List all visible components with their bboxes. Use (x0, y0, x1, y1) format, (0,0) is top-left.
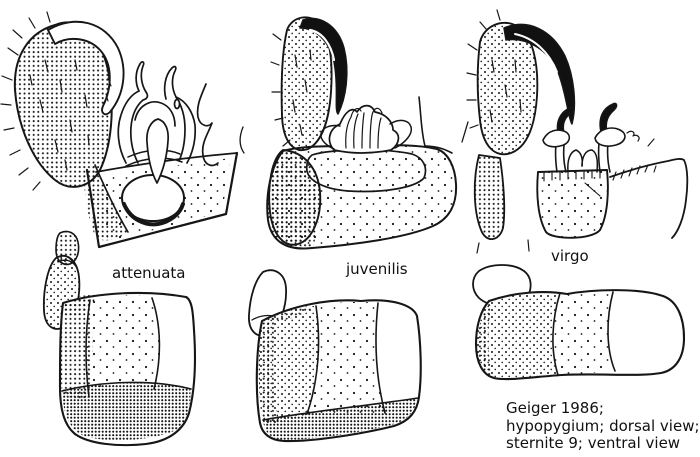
plate-fringe (543, 169, 601, 197)
marginal-hairs (0, 11, 51, 191)
ventral-plate (536, 169, 609, 239)
claw-appendage (503, 23, 576, 125)
marginal-hairs (466, 9, 530, 254)
caption-line-citation: Geiger 1986; (506, 399, 604, 417)
paramere-complex (117, 61, 219, 184)
phallic-fan (320, 104, 413, 154)
gonostylus-right (594, 102, 640, 173)
marginal-hairs (270, 33, 312, 147)
sternite9-attenuata-drawing (42, 230, 196, 447)
hypopygium-attenuata-drawing (0, 11, 239, 249)
interior-hairs (29, 59, 90, 171)
claw-appendage (47, 20, 125, 116)
species-label-juvenilis: juvenilis (346, 260, 408, 278)
body-contour (609, 158, 689, 239)
aedeagus (146, 118, 169, 184)
hypopygium-juvenilis-drawing (239, 16, 458, 250)
gonopod-base (268, 149, 322, 246)
figure-caption: Geiger 1986; hypopygium; dorsal view; st… (506, 399, 700, 453)
gonopod-base (473, 154, 506, 241)
sternite9-juvenilis-drawing (248, 269, 422, 443)
claw-hatching (104, 59, 112, 102)
gonostylus-left (542, 106, 575, 173)
caption-line-ventral: sternite 9; ventral view (506, 434, 681, 452)
caption-line-dorsal: hypopygium; dorsal view; (506, 416, 700, 435)
species-label-virgo: virgo (551, 247, 589, 265)
contour-hatching (612, 138, 657, 181)
species-label-attenuata: attenuata (112, 264, 186, 282)
hypopygium-virgo-drawing (461, 9, 689, 254)
sternite9-virgo-drawing (472, 264, 686, 381)
claw-appendage (299, 17, 348, 115)
